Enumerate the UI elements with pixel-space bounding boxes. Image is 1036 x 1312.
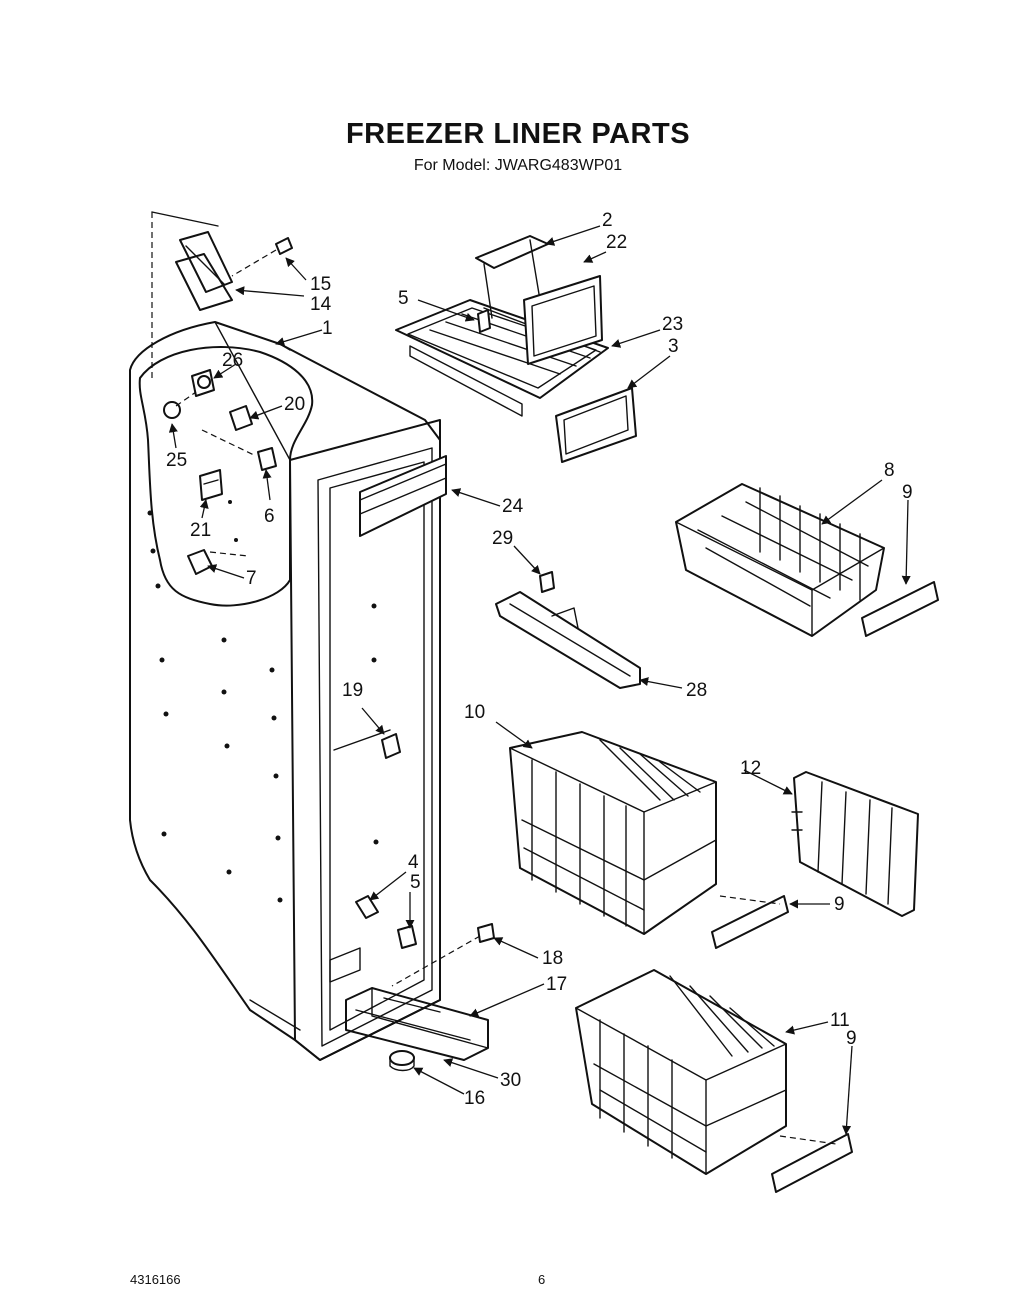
- callout-29: 29: [492, 528, 513, 549]
- callout-30: 30: [500, 1070, 521, 1091]
- part-22-shelf-panel: [523, 275, 603, 365]
- callout-9-bottom: 9: [846, 1028, 857, 1049]
- part-15-screw: [231, 237, 293, 277]
- part-16-plug: [389, 1050, 415, 1072]
- freezer-liner: [129, 321, 447, 1061]
- callout-15: 15: [310, 274, 331, 295]
- part-29-screw: [539, 571, 555, 593]
- callout-3: 3: [668, 336, 679, 357]
- page-number: 6: [538, 1272, 546, 1287]
- callout-25: 25: [166, 450, 187, 471]
- part-12-divider: [791, 771, 919, 917]
- part-25-light-bulb: [163, 391, 197, 419]
- callout-leaders: [168, 225, 911, 1135]
- part-7-damper: [187, 549, 249, 575]
- part-14-bracket: [175, 231, 233, 311]
- callout-22: 22: [606, 232, 627, 253]
- callout-20: 20: [284, 394, 305, 415]
- callout-19: 19: [342, 680, 363, 701]
- callout-8: 8: [884, 460, 895, 481]
- part-5-screw-upper: [477, 309, 491, 333]
- callout-6: 6: [264, 506, 275, 527]
- part-9-basket-handle-b: [711, 895, 789, 949]
- callout-11: 11: [830, 1010, 850, 1031]
- part-21-control: [199, 469, 223, 501]
- callout-5-upper: 5: [398, 288, 409, 309]
- part-6-switch: [201, 429, 277, 471]
- part-17-front-grille: [345, 987, 489, 1061]
- callout-5-lower: 5: [410, 872, 421, 893]
- model-subtitle: For Model: JWARG483WP01: [413, 157, 623, 174]
- part-9-basket-handle-a: [861, 581, 939, 637]
- part-5-screw-lower: [397, 925, 417, 949]
- callout-17: 17: [546, 974, 567, 995]
- callout-7: 7: [246, 568, 257, 589]
- part-28-rail: [495, 591, 641, 689]
- callout-labels: 2 22 5 23 3 1 15 14 26 20 25 21 6 7 24 2…: [166, 210, 913, 1109]
- callout-9-middle: 9: [834, 894, 845, 915]
- part-3-shelf-front: [555, 387, 637, 463]
- callout-24: 24: [502, 496, 524, 517]
- callout-28: 28: [686, 680, 707, 701]
- callout-16: 16: [464, 1088, 485, 1109]
- part-9-basket-handle-c: [771, 1133, 853, 1193]
- callout-1: 1: [322, 318, 333, 339]
- document-code: 4316166: [130, 1272, 181, 1287]
- callout-23: 23: [662, 314, 683, 335]
- part-4-bracket: [355, 895, 379, 919]
- part-26-thermostat-knob: [191, 369, 215, 397]
- callout-10: 10: [464, 702, 485, 723]
- callout-14: 14: [310, 294, 332, 315]
- page-title: FREEZER LINER PARTS: [345, 118, 691, 150]
- callout-21: 21: [190, 520, 211, 541]
- callout-9-top: 9: [902, 482, 913, 503]
- part-19-clip: [381, 733, 401, 759]
- callout-26: 26: [222, 350, 243, 371]
- callout-12: 12: [740, 758, 761, 779]
- part-11-basket: [575, 969, 787, 1175]
- callout-2: 2: [602, 210, 613, 231]
- part-10-basket: [509, 731, 717, 935]
- callout-18: 18: [542, 948, 563, 969]
- part-8-basket: [675, 483, 885, 637]
- part-20-socket: [229, 405, 253, 431]
- callout-4: 4: [408, 852, 419, 873]
